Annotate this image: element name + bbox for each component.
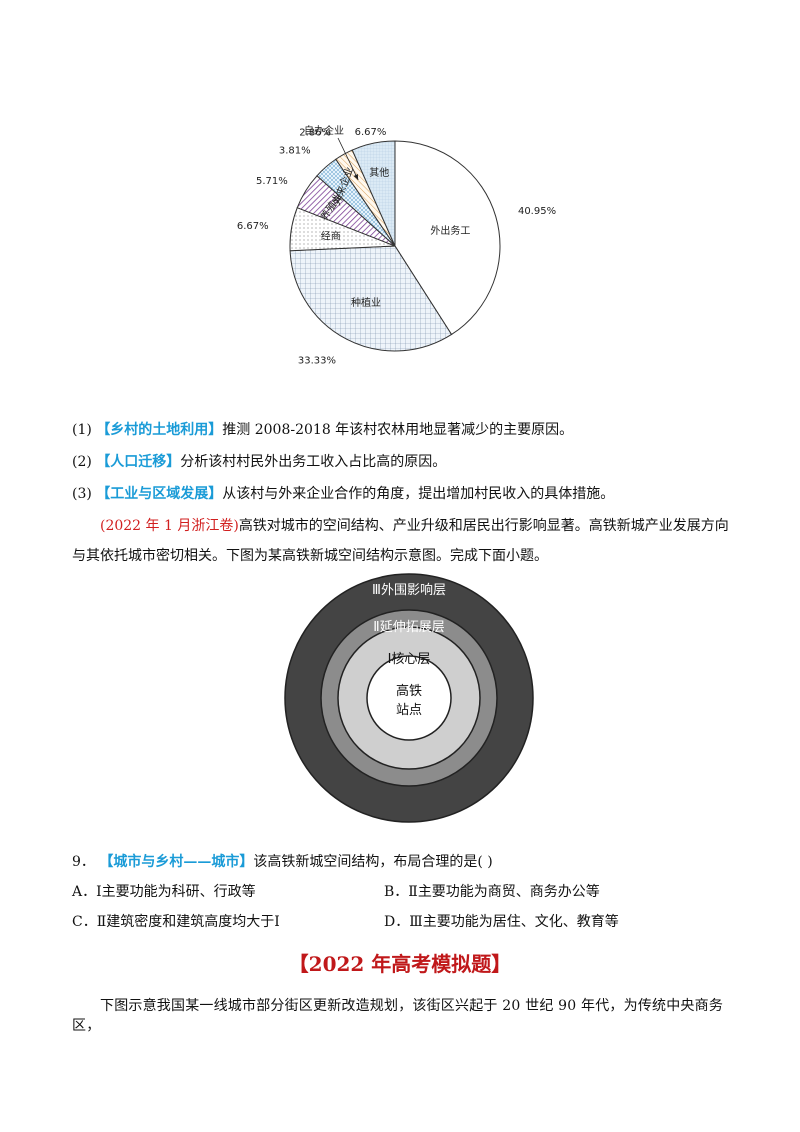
slice-category-label: 外出务工 bbox=[430, 224, 470, 237]
option-key: B． bbox=[384, 884, 409, 900]
slice-planting bbox=[289, 245, 453, 352]
question-number: (2) bbox=[72, 454, 92, 470]
station-circle bbox=[366, 655, 452, 741]
option-text: Ⅰ主要功能为科研、行政等 bbox=[96, 884, 256, 900]
question-2: (2) 【人口迁移】分析该村村民外出务工收入占比高的原因。 bbox=[72, 452, 446, 472]
intro-line-1: (2022 年 1 月浙江卷)高铁对城市的空间结构、产业升级和居民出行影响显著。… bbox=[72, 516, 732, 536]
question-number: 9． bbox=[72, 854, 95, 870]
section-title: 【2022 年高考模拟题】 bbox=[288, 952, 512, 976]
pointer-arrowhead bbox=[353, 173, 359, 180]
pie-svg: 外出务工40.95%种植业33.33%经商6.67%养殖业5.71%外来企业3.… bbox=[237, 124, 556, 367]
slice-category-label: 种植业 bbox=[351, 296, 381, 309]
outer-layer-label: Ⅲ外围影响层 bbox=[372, 582, 446, 598]
slice-category-label: 自办企业 bbox=[304, 124, 344, 137]
option-a[interactable]: A．Ⅰ主要功能为科研、行政等 bbox=[72, 882, 256, 902]
question-number: (3) bbox=[72, 486, 92, 502]
slice-category-label: 经商 bbox=[321, 229, 341, 242]
slice-other bbox=[351, 140, 396, 247]
option-d[interactable]: D．Ⅲ主要功能为居住、文化、教育等 bbox=[384, 912, 619, 932]
question-text: 分析该村村民外出务工收入占比高的原因。 bbox=[180, 454, 447, 470]
hsr-structure-diagram: Ⅲ外围影响层 Ⅱ延伸拓展层 Ⅰ核心层 高铁 站点 bbox=[282, 571, 536, 825]
question-number: (1) bbox=[72, 422, 92, 438]
station-label-1: 高铁 bbox=[396, 683, 422, 699]
question-tag: 【乡村的土地利用】 bbox=[96, 422, 223, 438]
option-text: Ⅲ主要功能为居住、文化、教育等 bbox=[409, 914, 619, 930]
slice-value-label: 3.81% bbox=[279, 146, 311, 157]
question-3: (3) 【工业与区域发展】从该村与外来企业合作的角度，提出增加村民收入的具体措施… bbox=[72, 484, 614, 504]
slice-category-label: 其他 bbox=[369, 166, 389, 179]
question-9: 9． 【城市与乡村——城市】该高铁新城空间结构，布局合理的是( ) bbox=[72, 852, 493, 872]
slice-value-label: 5.71% bbox=[256, 176, 288, 187]
rings-svg: Ⅲ外围影响层 Ⅱ延伸拓展层 Ⅰ核心层 高铁 站点 bbox=[284, 573, 534, 823]
station-label-2: 站点 bbox=[396, 703, 422, 718]
question-text: 该高铁新城空间结构，布局合理的是( ) bbox=[253, 854, 493, 870]
option-b[interactable]: B．Ⅱ主要功能为商贸、商务办公等 bbox=[384, 882, 600, 902]
intro-text-1: 高铁对城市的空间结构、产业升级和居民出行影响显著。高铁新城产业发展方向 bbox=[238, 518, 729, 534]
option-key: D． bbox=[384, 914, 410, 930]
slice-value-label: 40.95% bbox=[518, 206, 556, 217]
slice-migrant-work bbox=[394, 140, 501, 336]
option-text: Ⅱ建筑密度和建筑高度均大于Ⅰ bbox=[96, 914, 280, 930]
question-text: 从该村与外来企业合作的角度，提出增加村民收入的具体措施。 bbox=[222, 486, 615, 502]
question-tag: 【人口迁移】 bbox=[96, 454, 181, 470]
question-tag: 【工业与区域发展】 bbox=[96, 486, 223, 502]
pointer-line bbox=[337, 137, 359, 181]
option-c[interactable]: C．Ⅱ建筑密度和建筑高度均大于Ⅰ bbox=[72, 912, 280, 932]
intro-line-2: 与其依托城市密切相关。下图为某高铁新城空间结构示意图。完成下面小题。 bbox=[72, 548, 548, 564]
closing-paragraph: 下图示意我国某一线城市部分街区更新改造规划，该街区兴起于 20 世纪 90 年代… bbox=[72, 998, 724, 1034]
option-text: Ⅱ主要功能为商贸、商务办公等 bbox=[408, 884, 600, 900]
question-tag: 【城市与乡村——城市】 bbox=[99, 854, 254, 870]
question-text: 推测 2008-2018 年该村农林用地显著减少的主要原因。 bbox=[222, 422, 574, 438]
option-key: C． bbox=[72, 914, 97, 930]
question-1: (1) 【乡村的土地利用】推测 2008-2018 年该村农林用地显著减少的主要… bbox=[72, 420, 573, 440]
slice-value-label: 6.67% bbox=[237, 221, 269, 232]
core-layer-label: Ⅰ核心层 bbox=[388, 652, 431, 667]
slice-value-label: 2.86% bbox=[299, 127, 331, 138]
slice-value-label: 33.33% bbox=[298, 356, 336, 367]
extension-layer-label: Ⅱ延伸拓展层 bbox=[373, 620, 444, 635]
exam-source: (2022 年 1 月浙江卷) bbox=[100, 518, 239, 534]
option-key: A． bbox=[72, 884, 97, 900]
slice-value-label: 6.67% bbox=[355, 127, 387, 138]
